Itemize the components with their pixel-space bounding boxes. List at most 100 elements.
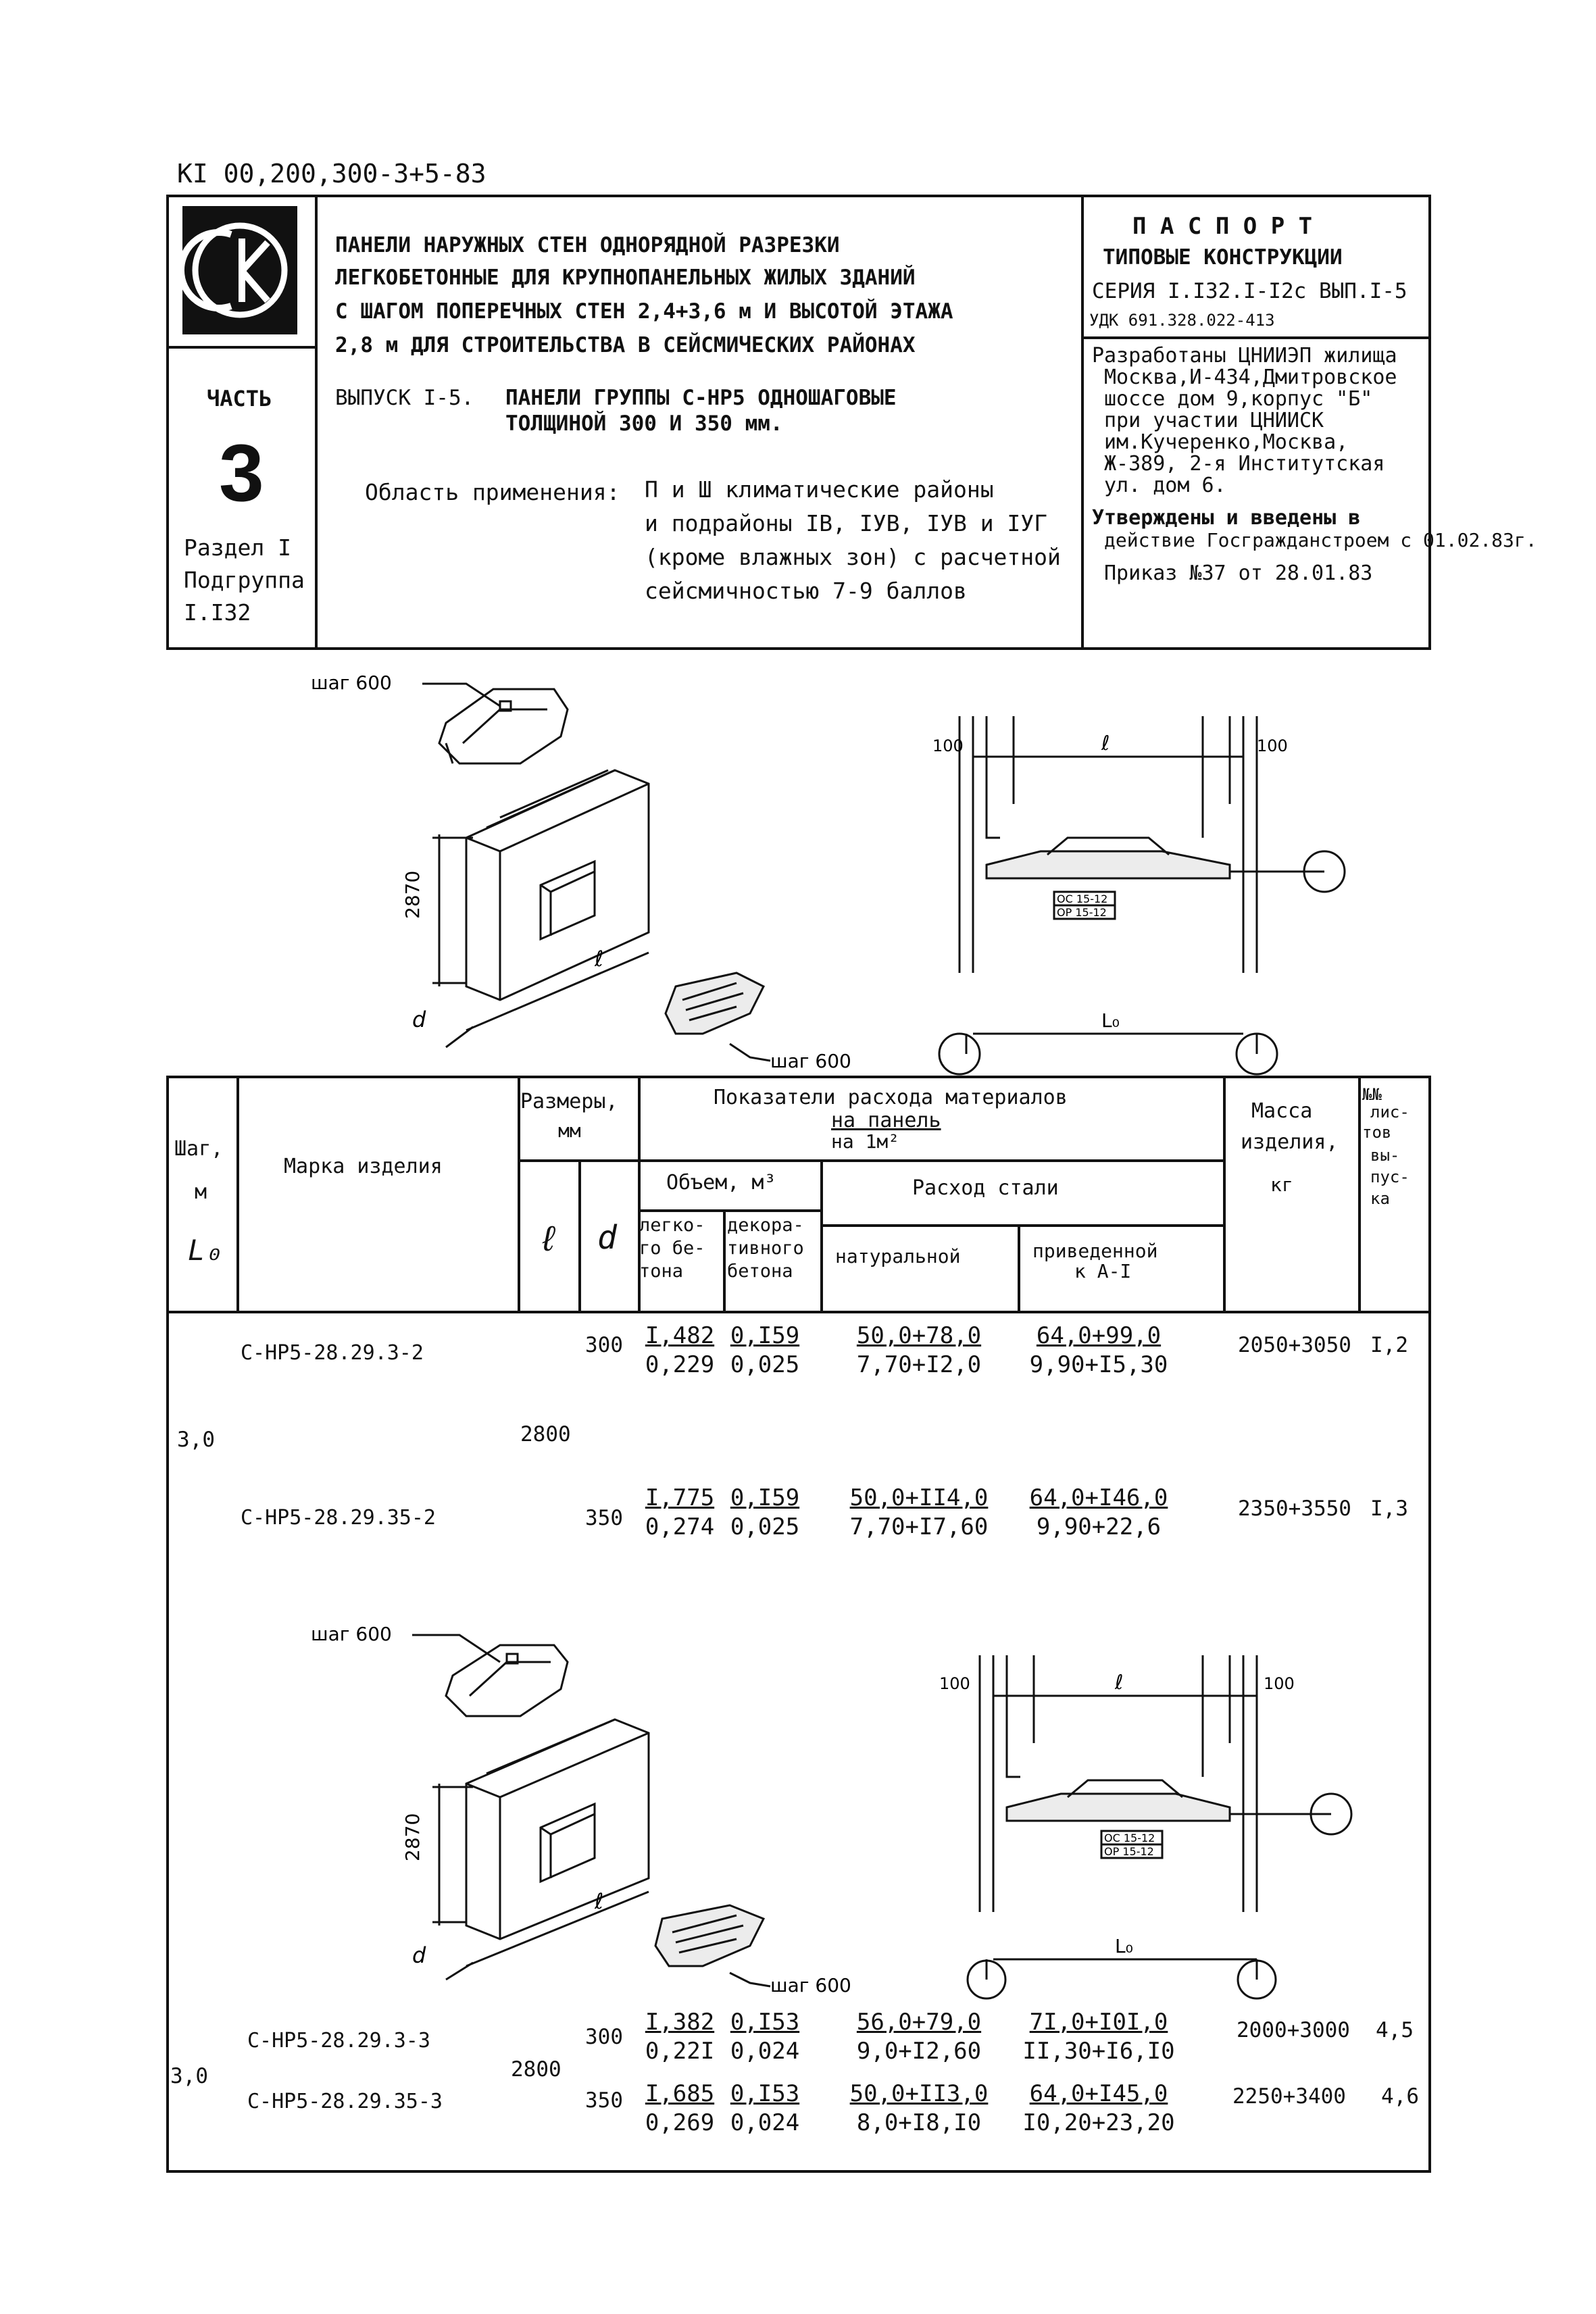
scope-line-3: (кроме влажных зон) с расчетной xyxy=(645,544,1061,570)
section-line-2: Подгруппа xyxy=(184,567,305,593)
logo xyxy=(177,206,297,334)
dim-100-right-1: 100 xyxy=(1257,736,1288,755)
hdr-issue-2: лис- xyxy=(1370,1103,1410,1122)
hdr-deco-1: декора- xyxy=(727,1215,804,1236)
hdr-volume: Объем, м³ xyxy=(666,1171,776,1194)
approved-line-2: действие Госгражданстроем с 01.02.83г. xyxy=(1104,529,1537,551)
col-divider-2 xyxy=(518,1076,520,1311)
hdr-per-m2: на 1м² xyxy=(831,1130,900,1153)
dim-100-left-2: 100 xyxy=(939,1674,970,1693)
col-divider-7 xyxy=(1018,1224,1020,1311)
passport-series: СЕРИЯ I.I32.I-I2с ВЫП.I-5 xyxy=(1092,279,1407,303)
row-mass: 2000+3000 xyxy=(1237,2018,1350,2042)
title-line-4: 2,8 м ДЛЯ СТРОИТЕЛЬСТВА В СЕЙСМИЧЕСКИХ Р… xyxy=(335,333,916,357)
hdr-step: Шаг, xyxy=(174,1137,224,1161)
row-mark: С-НР5-28.29.35-2 xyxy=(241,1506,436,1530)
hdr-light-2: го бе- xyxy=(639,1238,705,1259)
hdr-light-3: тона xyxy=(639,1261,684,1282)
issue-line-1: ПАНЕЛИ ГРУППЫ С-НР5 ОДНОШАГОВЫЕ xyxy=(505,386,897,410)
header-block xyxy=(166,195,1431,650)
row-mark: С-НР5-28.29.3-3 xyxy=(247,2029,430,2053)
title-line-2: ЛЕГКОБЕТОННЫЕ ДЛЯ КРУПНОПАНЕЛЬНЫХ ЖИЛЫХ … xyxy=(335,266,916,290)
passport-title: П А С П О Р Т xyxy=(1132,213,1313,240)
table-frame xyxy=(166,1076,1431,2173)
row-sheet: I,2 xyxy=(1370,1333,1408,1357)
row-d: 350 xyxy=(585,1506,623,1530)
row-mass: 2250+3400 xyxy=(1232,2084,1346,2109)
thickness-label-1: d xyxy=(412,1007,426,1032)
col-divider-1 xyxy=(236,1076,239,1311)
col-divider-4 xyxy=(638,1076,641,1311)
step-label-1: шаг 600 xyxy=(311,672,392,694)
group-step: 3,0 xyxy=(170,2064,208,2088)
col-divider-9 xyxy=(1358,1076,1361,1311)
section-drawing-2: 100 100 ℓ L₀ ОС 15-12 ОР 15-12 xyxy=(939,1655,1353,2000)
length-label-1: ℓ xyxy=(594,946,603,972)
logo-divider xyxy=(166,346,316,349)
hdr-issue-1: №№ xyxy=(1362,1085,1382,1104)
hdr-indicators: Показатели расхода материалов xyxy=(714,1086,1068,1109)
group-step: 3,0 xyxy=(177,1428,215,1452)
oc-label-1: ОС 15-12 xyxy=(1057,892,1107,905)
title-line-1: ПАНЕЛИ НАРУЖНЫХ СТЕН ОДНОРЯДНОЙ РАЗРЕЗКИ xyxy=(335,233,840,257)
dim-l-2: ℓ xyxy=(1114,1671,1123,1694)
hdr-mass-3: кг xyxy=(1270,1174,1293,1196)
dim-100-right-2: 100 xyxy=(1264,1674,1295,1693)
passport-subtitle: ТИПОВЫЕ КОНСТРУКЦИИ xyxy=(1103,245,1343,270)
hdr-deco-2: тивного xyxy=(727,1238,804,1259)
dim-L0-1: L₀ xyxy=(1101,1009,1120,1032)
row-mass: 2050+3050 xyxy=(1238,1333,1351,1357)
hdr-light-1: легко- xyxy=(639,1215,705,1236)
col-divider-3 xyxy=(578,1159,581,1311)
approved-line-1: Утверждены и введены в xyxy=(1092,506,1361,530)
row-mass: 2350+3550 xyxy=(1238,1496,1351,1521)
scope-line-1: П и Ш климатические районы xyxy=(645,476,994,503)
scope-label: Область применения: xyxy=(365,479,620,505)
oc-label-2: ОС 15-12 xyxy=(1104,1832,1155,1844)
title-line-3: С ШАГОМ ПОПЕРЕЧНЫХ СТЕН 2,4+3,6 м И ВЫСО… xyxy=(335,299,953,324)
passport-divider xyxy=(1081,336,1431,339)
part-label: ЧАСТЬ xyxy=(207,386,272,411)
hdr-steel: Расход стали xyxy=(912,1176,1059,1200)
row-mark: С-НР5-28.29.3-2 xyxy=(241,1341,424,1365)
hdr-reduced-2: к А-I xyxy=(1074,1260,1132,1282)
header-divider-right xyxy=(1081,195,1084,650)
panel-isometric-1: 2870 шаг 600 шаг 600 ℓ d xyxy=(311,672,851,1072)
dim-100-left-1: 100 xyxy=(932,736,964,755)
row-sheet: 4,6 xyxy=(1381,2084,1419,2109)
table-header-mid xyxy=(518,1159,1223,1162)
developed-line-7: ул. дом 6. xyxy=(1104,474,1226,497)
col-divider-6 xyxy=(820,1159,823,1311)
approved-line-3: Приказ №37 от 28.01.83 xyxy=(1104,561,1373,585)
thickness-label-2: d xyxy=(412,1942,426,1968)
hdr-sizes: Размеры, xyxy=(520,1090,618,1113)
section-line-3: I.I32 xyxy=(184,599,251,626)
section-drawing-1: 100 100 ℓ L₀ ОС 15-12 ОР 15-12 xyxy=(932,716,1346,1076)
developed-line-6: Ж-389, 2-я Институтская xyxy=(1104,452,1385,476)
hdr-mark: Марка изделия xyxy=(284,1155,443,1178)
developed-line-5: им.Кучеренко,Москва, xyxy=(1104,430,1349,454)
hdr-l: ℓ xyxy=(538,1219,559,1259)
hdr-per-panel: на панель xyxy=(831,1109,941,1132)
row-d: 350 xyxy=(585,2088,623,2113)
op-label-2: ОР 15-12 xyxy=(1104,1845,1154,1858)
developed-line-3: шоссе дом 9,корпус "Б" xyxy=(1104,387,1373,411)
height-dim-label-1: 2870 xyxy=(401,871,424,919)
table-header-bottom xyxy=(166,1311,1431,1313)
section-line-1: Раздел I xyxy=(184,534,291,561)
issue-label: ВЫПУСК I-5. xyxy=(335,386,474,410)
row-mark: С-НР5-28.29.35-3 xyxy=(247,2090,443,2113)
op-label-1: ОР 15-12 xyxy=(1057,906,1107,919)
hdr-step-unit: м xyxy=(195,1180,207,1204)
hdr-step-sym: L₀ xyxy=(188,1234,222,1267)
document-code: КI 00,200,300-3+5-83 xyxy=(177,159,487,188)
udk: УДК 691.328.022-413 xyxy=(1089,311,1275,330)
